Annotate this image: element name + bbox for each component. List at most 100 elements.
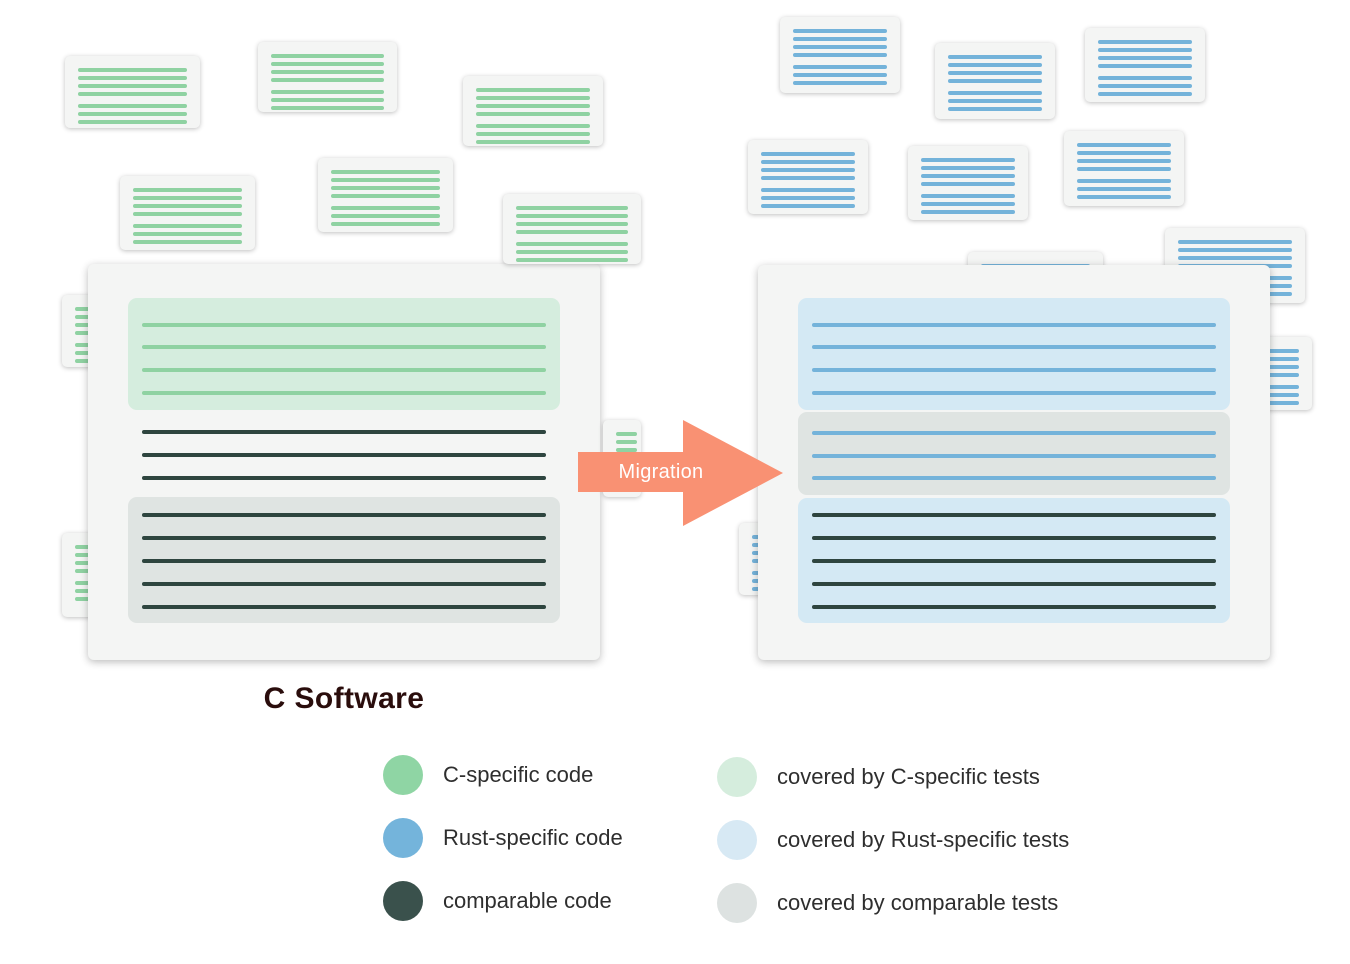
code-line bbox=[948, 71, 1042, 75]
legend-item-covered-rust-tests: covered by Rust-specific tests bbox=[717, 820, 1069, 860]
code-line bbox=[1253, 385, 1299, 389]
code-line bbox=[476, 96, 590, 100]
legend-item-covered-c-tests: covered by C-specific tests bbox=[717, 757, 1040, 797]
code-line bbox=[1178, 240, 1292, 244]
code-line bbox=[921, 174, 1015, 178]
code-line bbox=[476, 88, 590, 92]
code-line bbox=[476, 104, 590, 108]
code-line bbox=[142, 453, 546, 457]
code-line bbox=[1253, 401, 1299, 405]
c-software-card bbox=[88, 264, 600, 660]
code-line bbox=[793, 53, 887, 57]
code-line bbox=[78, 120, 187, 124]
code-line bbox=[793, 73, 887, 77]
code-line bbox=[142, 430, 546, 434]
code-line bbox=[948, 99, 1042, 103]
code-line bbox=[761, 176, 855, 180]
code-line bbox=[271, 62, 384, 66]
code-line bbox=[271, 106, 384, 110]
c-specific-code-swatch bbox=[383, 755, 423, 795]
code-line bbox=[516, 214, 628, 218]
code-line bbox=[133, 188, 242, 192]
code-line bbox=[812, 536, 1216, 540]
code-line bbox=[133, 204, 242, 208]
code-line bbox=[78, 112, 187, 116]
code-line bbox=[616, 432, 637, 436]
code-line bbox=[78, 68, 187, 72]
code-line bbox=[1098, 84, 1192, 88]
code-line bbox=[793, 37, 887, 41]
rust-software-card bbox=[758, 265, 1270, 660]
code-line bbox=[812, 323, 1216, 327]
code-line bbox=[921, 158, 1015, 162]
c-code-card bbox=[120, 176, 255, 250]
code-line bbox=[133, 196, 242, 200]
code-line bbox=[761, 168, 855, 172]
code-line bbox=[142, 605, 546, 609]
code-line bbox=[793, 29, 887, 33]
code-line bbox=[78, 84, 187, 88]
code-line bbox=[1098, 40, 1192, 44]
code-line bbox=[793, 81, 887, 85]
code-line bbox=[948, 107, 1042, 111]
covered-rust-tests-swatch bbox=[717, 820, 757, 860]
covered-comparable-tests-swatch bbox=[717, 883, 757, 923]
code-line bbox=[921, 182, 1015, 186]
code-line bbox=[948, 91, 1042, 95]
code-line bbox=[812, 513, 1216, 517]
code-line bbox=[133, 212, 242, 216]
legend-item-covered-comparable-tests: covered by comparable tests bbox=[717, 883, 1058, 923]
rust-code-card bbox=[780, 17, 900, 93]
legend-label-covered-c-tests: covered by C-specific tests bbox=[777, 764, 1040, 789]
code-line bbox=[1077, 159, 1171, 163]
code-line bbox=[331, 178, 440, 182]
code-line bbox=[1098, 92, 1192, 96]
code-line bbox=[1077, 187, 1171, 191]
code-line bbox=[1098, 48, 1192, 52]
migration-arrow-tail bbox=[578, 452, 684, 492]
code-line bbox=[142, 559, 546, 563]
code-line bbox=[331, 206, 440, 210]
code-line bbox=[516, 222, 628, 226]
code-line bbox=[1253, 357, 1299, 361]
c-code-card bbox=[503, 194, 641, 264]
code-line bbox=[1253, 349, 1299, 353]
code-line bbox=[761, 152, 855, 156]
code-line bbox=[142, 391, 546, 395]
code-line bbox=[476, 132, 590, 136]
migration-arrow-label: Migration bbox=[618, 461, 704, 483]
code-line bbox=[812, 559, 1216, 563]
code-line bbox=[1253, 365, 1299, 369]
code-line bbox=[812, 582, 1216, 586]
code-line bbox=[271, 70, 384, 74]
code-line bbox=[133, 224, 242, 228]
code-line bbox=[271, 54, 384, 58]
code-line bbox=[921, 202, 1015, 206]
c-code-card bbox=[463, 76, 603, 146]
code-line bbox=[78, 76, 187, 80]
legend-label-comparable-code: comparable code bbox=[443, 888, 612, 913]
code-line bbox=[616, 440, 637, 444]
code-line bbox=[1253, 373, 1299, 377]
rust-code-card bbox=[935, 43, 1055, 119]
code-line bbox=[133, 240, 242, 244]
code-line bbox=[271, 90, 384, 94]
rust-code-card bbox=[748, 140, 868, 214]
legend-label-rust-specific-code: Rust-specific code bbox=[443, 825, 623, 850]
code-line bbox=[761, 196, 855, 200]
code-line bbox=[133, 232, 242, 236]
code-line bbox=[142, 582, 546, 586]
code-line bbox=[1098, 76, 1192, 80]
code-line bbox=[271, 98, 384, 102]
code-line bbox=[1077, 143, 1171, 147]
code-line bbox=[812, 345, 1216, 349]
code-line bbox=[516, 258, 628, 262]
code-line bbox=[78, 104, 187, 108]
comparable-code-swatch bbox=[383, 881, 423, 921]
code-line bbox=[331, 186, 440, 190]
code-line bbox=[331, 194, 440, 198]
code-line bbox=[948, 63, 1042, 67]
